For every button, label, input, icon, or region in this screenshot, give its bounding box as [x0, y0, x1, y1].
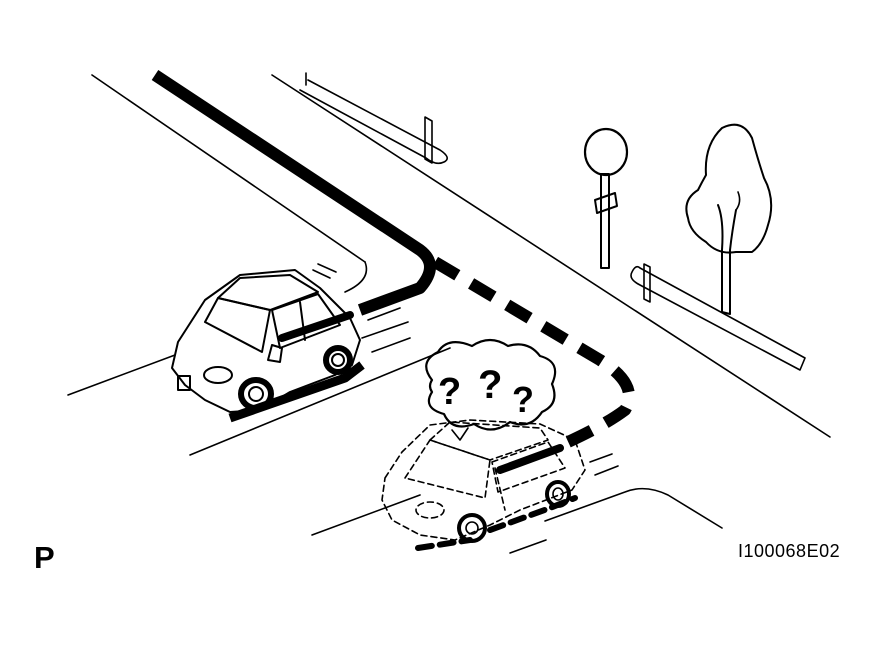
car-solid-wheel-front: [323, 345, 353, 375]
travel-path-solid: [151, 69, 436, 316]
question-mark-1: ?: [438, 371, 461, 413]
sign-plate: [583, 127, 629, 177]
road-edge-corner-curve: [544, 487, 723, 529]
car-solid-windshield: [204, 297, 271, 353]
car-ghost: [381, 419, 586, 541]
road-edge-bottom: [509, 539, 547, 554]
car-ghost-shadow: [415, 495, 578, 551]
car-ghost-body: [381, 419, 586, 541]
guardrail-top: [299, 72, 448, 165]
car-solid-side-stripe: [278, 311, 354, 342]
car-solid-shadow: [228, 361, 365, 423]
road-edge-lower: [311, 494, 421, 536]
motion-lines-ghost-car: [589, 453, 619, 476]
question-marks: ? ? ?: [438, 363, 534, 420]
car-solid-side-window: [271, 293, 341, 349]
sign-post: [583, 127, 629, 269]
question-mark-3: ?: [512, 379, 534, 420]
tree: [685, 123, 773, 315]
car-solid: [171, 263, 411, 423]
road-edges: [67, 74, 831, 554]
road-edge-main-top: [91, 74, 366, 263]
sign-pole: [600, 173, 610, 269]
motion-lines-solid-car: [312, 263, 411, 353]
car-solid-body: [171, 269, 361, 413]
guardrail-right: [630, 263, 806, 371]
figure-code-label: I100068E02: [738, 541, 841, 561]
road-edge-mid: [189, 347, 451, 456]
thought-bubble: [425, 338, 557, 431]
road-edge-left-lower: [67, 354, 176, 396]
car-ghost-stripe: [496, 444, 564, 474]
corner-letter-label: P: [34, 540, 55, 575]
travel-path-dashed: [431, 256, 635, 448]
car-ghost-roof: [429, 421, 549, 461]
road-edge-cross-right: [271, 74, 831, 438]
road-edge-main-inner-curve: [344, 261, 368, 293]
car-ghost-windshield: [404, 439, 491, 499]
question-mark-2: ?: [478, 363, 502, 407]
thought-bubble-tail: [451, 427, 469, 441]
car-ghost-side-window: [491, 441, 566, 493]
